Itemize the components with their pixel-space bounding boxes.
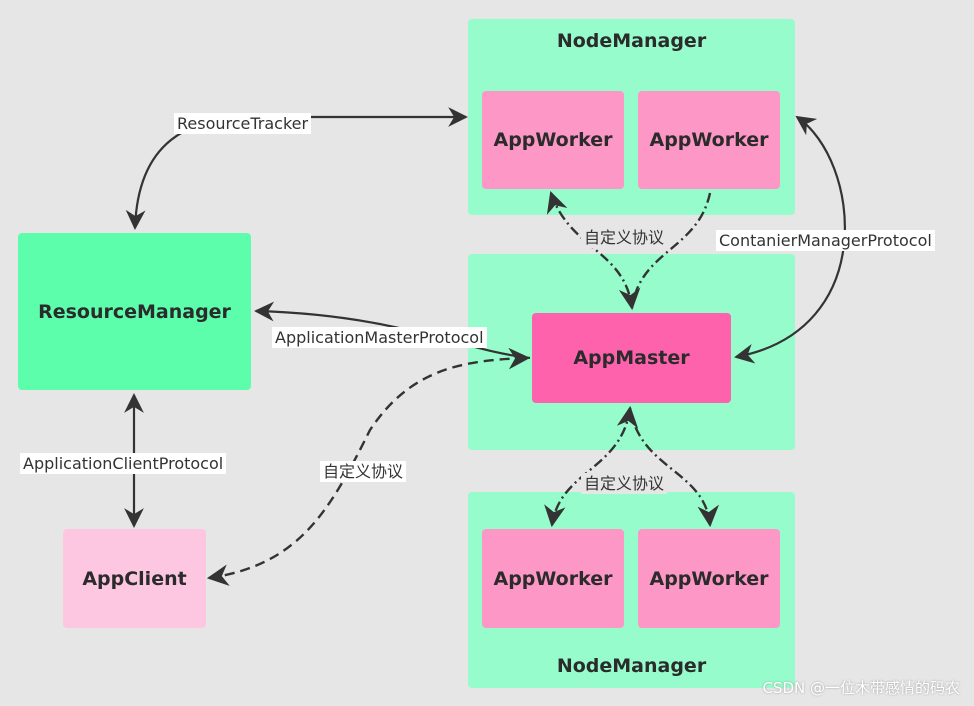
app-worker-top-left: AppWorker	[482, 91, 624, 189]
node-manager-top-title: NodeManager	[556, 30, 707, 52]
label-application-master-protocol: ApplicationMasterProtocol	[272, 327, 487, 348]
app-master: AppMaster	[532, 313, 731, 403]
edge-custom-protocol-client	[206, 347, 531, 586]
edge-custom-protocol-bottom-right	[628, 407, 719, 528]
edge-custom-protocol-top-right	[630, 192, 712, 309]
label-resource-tracker: ResourceTracker	[174, 113, 312, 134]
label-custom-protocol-top: 自定义协议	[581, 227, 668, 248]
label-custom-protocol-bottom: 自定义协议	[581, 473, 668, 494]
node-manager-bottom-title: NodeManager	[556, 655, 707, 677]
app-client: AppClient	[63, 529, 206, 628]
edge-custom-protocol-bottom-left	[544, 405, 639, 528]
app-worker-bottom-right: AppWorker	[638, 529, 780, 628]
edge-custom-protocol-top-left	[546, 190, 641, 311]
label-application-client-protocol: ApplicationClientProtocol	[20, 453, 227, 474]
watermark: CSDN @一位木带感情的码农	[762, 679, 960, 697]
label-container-manager-protocol: ContanierManagerProtocol	[716, 230, 935, 251]
label-custom-protocol-client: 自定义协议	[320, 461, 407, 482]
